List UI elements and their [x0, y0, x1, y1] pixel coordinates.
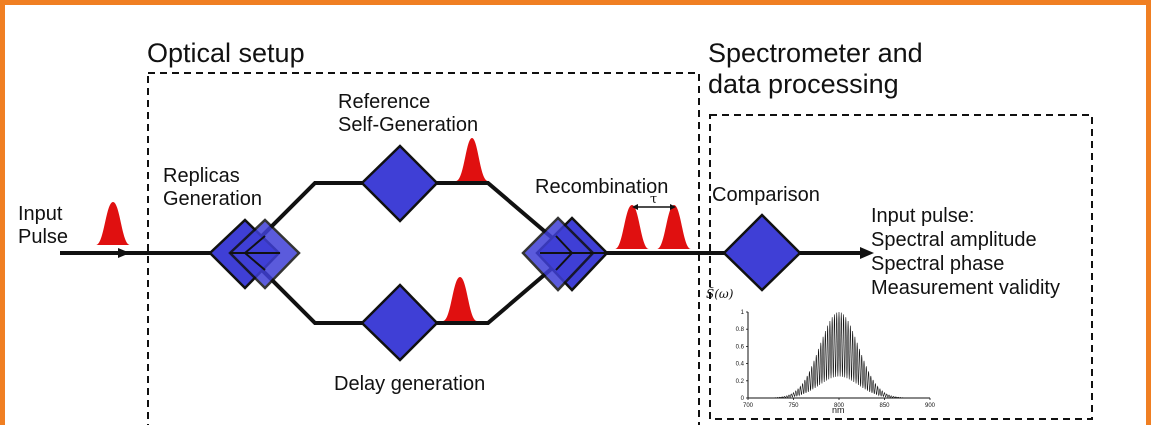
- spectrum-x-tick-label: 800: [834, 403, 845, 409]
- spectrum-y-tick-label: 1: [741, 310, 745, 316]
- spectrometer-box: [709, 114, 1093, 420]
- reference-self-generation-label: Reference Self-Generation: [338, 91, 479, 136]
- spectrum-x-tick-label: 750: [788, 403, 799, 409]
- tau-arrowhead-left: [632, 204, 638, 210]
- output-arrowhead: [860, 247, 874, 259]
- reference-diamond: [360, 144, 439, 223]
- spectrum-y-tick-label: 0.6: [736, 344, 745, 350]
- spectrum-line: [748, 311, 930, 399]
- comparison-diamond: [722, 213, 802, 292]
- recombined-pulse-1: [615, 205, 649, 249]
- spectrum-y-tick-label: 0.2: [736, 379, 745, 385]
- spectrum-y-tick-label: 0.4: [736, 362, 745, 368]
- spectrum-ylabel: S̃(ω): [706, 286, 734, 301]
- output-description: Input pulse: Spectral amplitude Spectral…: [871, 205, 1060, 299]
- delay-diamond: [360, 283, 439, 362]
- replicas-inner-lines: [230, 235, 280, 271]
- input-pulse-shape: [96, 202, 130, 245]
- recombined-pulse-2: [657, 205, 691, 249]
- spectrum-x-tick-label: 850: [879, 403, 890, 409]
- input-arrowhead: [118, 248, 130, 258]
- recombination-inner-lines: [540, 235, 605, 271]
- tau-label: τ: [650, 192, 657, 207]
- spectrum-xlabel: nm: [832, 405, 845, 415]
- delay-generation-label: Delay generation: [334, 373, 486, 395]
- replicas-generation-label: Replicas Generation: [163, 165, 262, 210]
- tau-arrowhead-right: [670, 204, 676, 210]
- comparison-label: Comparison: [712, 184, 820, 206]
- spectrometer-title: Spectrometer and data processing: [708, 38, 923, 100]
- recombination-label: Recombination: [535, 176, 669, 198]
- delay-pulse-shape: [443, 277, 477, 321]
- input-pulse-label: Input Pulse: [18, 203, 69, 248]
- reference-pulse-shape: [456, 138, 488, 181]
- spectrum-x-tick-label: 700: [743, 403, 754, 409]
- spectrum-y-tick-label: 0: [741, 396, 745, 402]
- optical-setup-title: Optical setup: [147, 38, 305, 68]
- spectrum-x-tick-label: 900: [925, 403, 936, 409]
- spectrum-chart: S̃(ω) 700 750 800 850 900 0 0.2 0.4 0.6 0.8 1 nm: [706, 286, 936, 415]
- spectrum-y-tick-label: 0.8: [736, 327, 745, 333]
